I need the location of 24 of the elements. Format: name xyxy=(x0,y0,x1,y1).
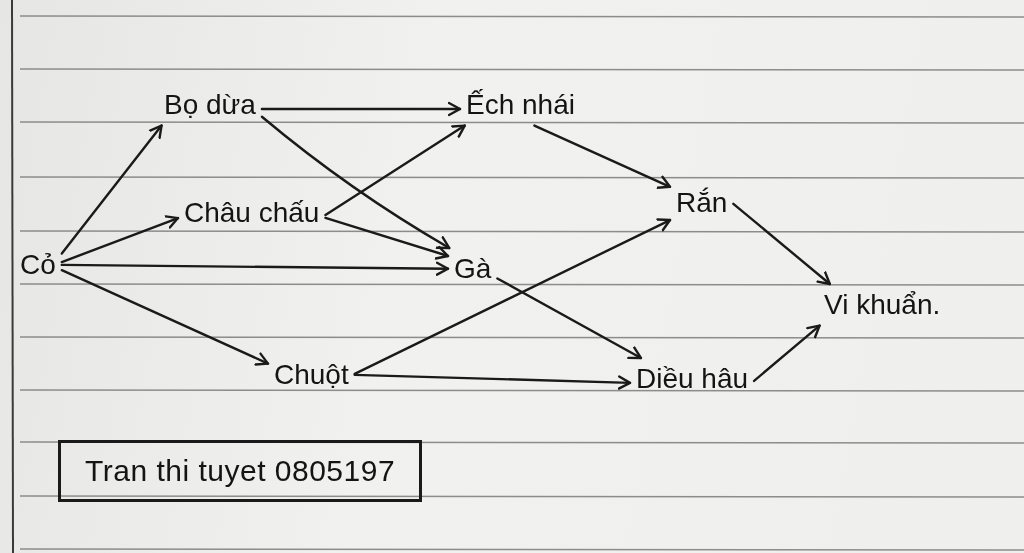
arrow xyxy=(533,124,672,189)
signature-box: Tran thi tuyet 0805197 xyxy=(58,440,423,502)
organism-label: Châu chấu xyxy=(178,192,326,234)
arrow xyxy=(353,218,672,376)
arrow xyxy=(260,115,451,250)
organism-label: Gà xyxy=(448,248,498,290)
organism-label: Bọ dừa xyxy=(158,84,262,126)
arrow xyxy=(60,124,163,255)
organism-label: Diều hâu xyxy=(630,358,755,400)
organism-label: Cỏ xyxy=(14,244,62,286)
arrow xyxy=(324,216,450,260)
arrow xyxy=(732,202,832,286)
organism-label: Vi khuẩn. xyxy=(818,284,947,326)
arrow xyxy=(324,124,466,217)
arrow xyxy=(752,324,821,383)
organism-label: Chuột xyxy=(268,354,355,396)
arrow xyxy=(260,101,462,117)
arrow xyxy=(60,215,180,264)
arrow xyxy=(496,277,643,360)
arrow xyxy=(60,268,270,366)
organism-label: Ếch nhái xyxy=(460,84,581,126)
organism-label: Rắn xyxy=(670,182,734,224)
arrow xyxy=(353,373,632,390)
arrow xyxy=(60,261,450,276)
